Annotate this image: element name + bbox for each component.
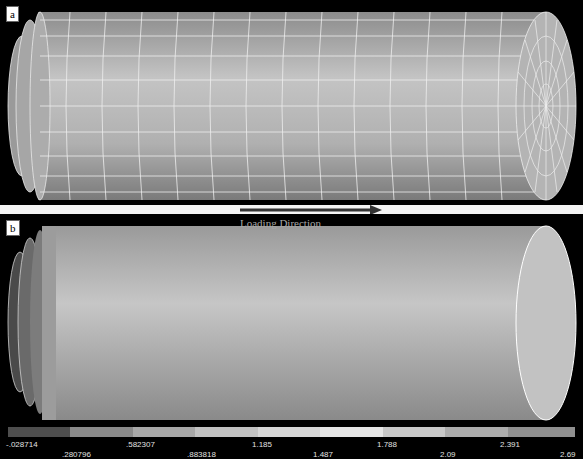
scale-value: .883818	[187, 450, 216, 459]
panel-letter: b	[6, 220, 20, 236]
scale-value: .280796	[62, 450, 91, 459]
mesh-cylinder	[8, 12, 576, 200]
scale-value: -.028714	[6, 440, 38, 449]
scale-value: 1.487	[313, 450, 333, 459]
scale-value: 2.69	[560, 450, 576, 459]
scale-value: 2.09	[440, 450, 456, 459]
panel-letter: a	[6, 6, 19, 22]
direction-label: Loading Direction	[240, 217, 321, 229]
scale-value: .582307	[126, 440, 155, 449]
colour-bar	[8, 427, 575, 437]
contour-cylinder	[8, 226, 576, 420]
scale-value: 1.788	[377, 440, 397, 449]
scale-value: 1.185	[252, 440, 272, 449]
scale-value: 2.391	[500, 440, 520, 449]
